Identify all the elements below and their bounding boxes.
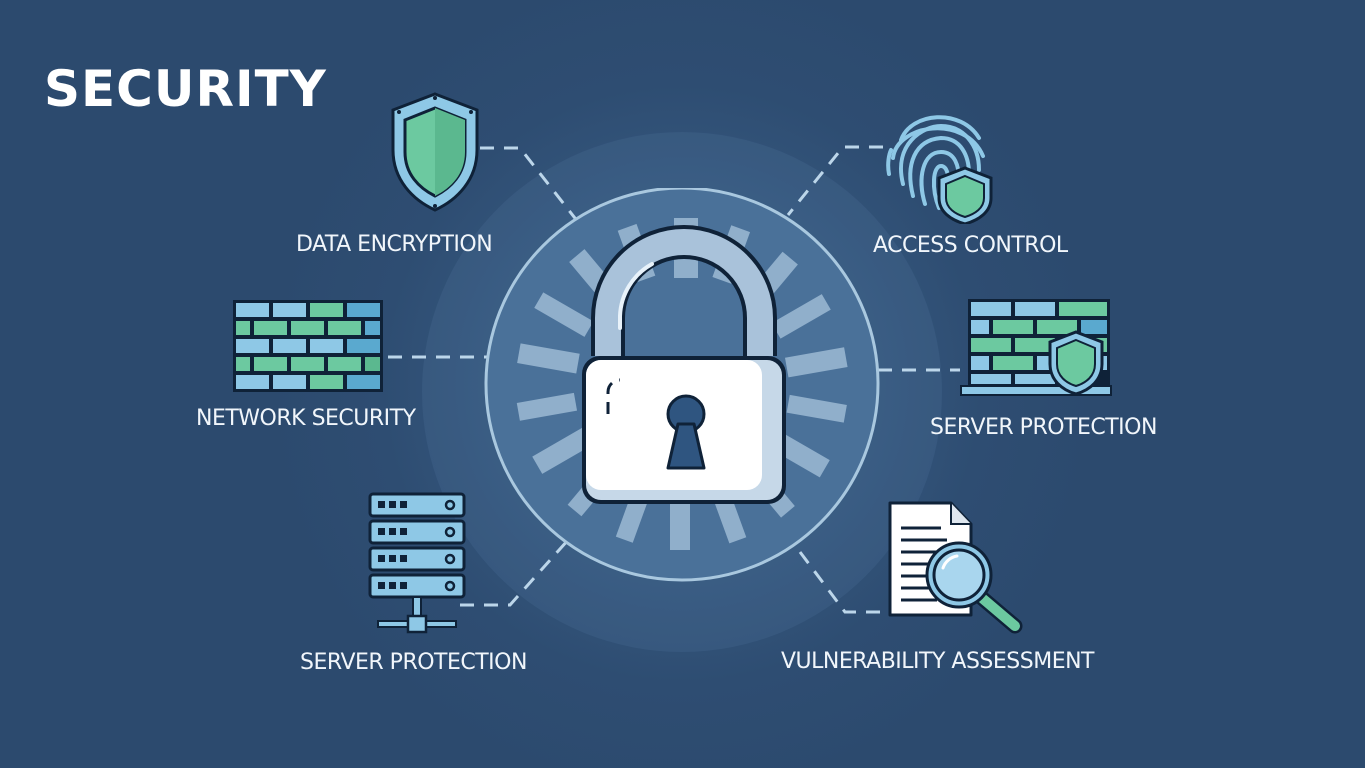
feature-label-access-control: ACCESS CONTROL [873, 233, 1068, 258]
feature-label-data-encryption: DATA ENCRYPTION [296, 232, 493, 257]
server-rack-icon [368, 492, 466, 634]
padlock-icon [484, 188, 880, 582]
document-magnifier-icon [888, 501, 1023, 634]
feature-label-vulnerability-assessment: VULNERABILITY ASSESSMENT [781, 649, 1095, 674]
feature-label-server-protection-right: SERVER PROTECTION [930, 415, 1157, 440]
firewall-icon [233, 300, 383, 392]
page-title: SECURITY [44, 60, 327, 118]
fingerprint-shield-icon [886, 115, 993, 224]
firewall-shield-icon [960, 299, 1112, 396]
feature-label-network-security: NETWORK SECURITY [196, 406, 416, 431]
shield-icon [391, 92, 479, 212]
feature-label-server-protection-left: SERVER PROTECTION [300, 650, 527, 675]
